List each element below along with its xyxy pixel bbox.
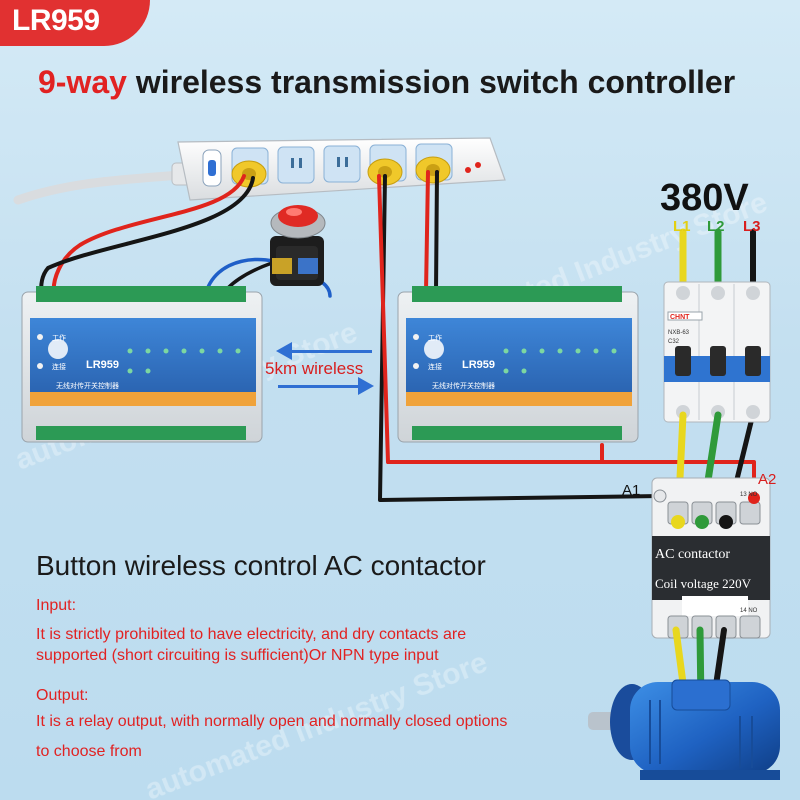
led-label: 连接 — [52, 362, 66, 371]
terminal-label-a1: A1 — [622, 482, 640, 499]
voltage-label: 380V — [660, 177, 749, 219]
wireless-label: 5km wireless — [265, 359, 363, 378]
led-label: 工作 — [428, 333, 442, 342]
input-heading: Input: — [36, 597, 77, 614]
contactor-top-terminal: 13 NO — [740, 492, 758, 498]
headline-highlight: 9-way — [38, 64, 127, 100]
headline: 9-way wireless transmission switch contr… — [38, 62, 778, 102]
output-line-1: It is a relay output, with normally open… — [36, 713, 508, 730]
controller-module-right: 工作 连接 LR959 无线对传开关控制器 — [397, 286, 639, 443]
motor-icon — [588, 679, 780, 780]
phase-label-l2: L2 — [707, 218, 725, 235]
module-subtitle: 无线对传开关控制器 — [432, 381, 495, 390]
breaker-rating: C32 — [668, 339, 680, 345]
led-label: 工作 — [52, 333, 66, 342]
input-line-2: supported (short circuiting is sufficien… — [36, 647, 439, 664]
section-title: Button wireless control AC contactor — [36, 550, 486, 581]
power-strip — [13, 137, 506, 205]
output-heading: Output: — [36, 687, 89, 704]
breaker-brand: CHNT — [670, 314, 690, 321]
input-line-1: It is strictly prohibited to have electr… — [36, 626, 467, 643]
contactor-type-label: AC contactor — [655, 547, 730, 562]
badge-text: LR959 — [12, 4, 100, 37]
module-brand: LR959 — [86, 359, 119, 371]
terminal-label-a2: A2 — [758, 471, 776, 488]
module-subtitle: 无线对传开关控制器 — [56, 381, 119, 390]
phase-label-l1: L1 — [673, 218, 691, 235]
product-badge: LR959 — [0, 0, 150, 46]
output-line-2: to choose from — [36, 743, 142, 760]
wireless-arrows-icon — [276, 342, 374, 395]
push-button-icon — [270, 205, 326, 286]
led-label: 连接 — [428, 362, 442, 371]
breaker-model: NXB-63 — [668, 330, 690, 336]
circuit-breaker: CHNT NXB-63 C32 — [663, 228, 771, 423]
phase-label-l3: L3 — [743, 218, 761, 235]
headline-rest: wireless transmission switch controller — [126, 64, 736, 100]
module-brand: LR959 — [462, 359, 495, 371]
controller-module-left: 工作 连接 LR959 无线对传开关控制器 — [21, 286, 263, 443]
contactor-coil-label: Coil voltage 220V — [655, 576, 752, 591]
ac-contactor: 13 NO 14 NO — [651, 477, 771, 639]
contactor-bottom-terminal: 14 NO — [740, 608, 758, 614]
